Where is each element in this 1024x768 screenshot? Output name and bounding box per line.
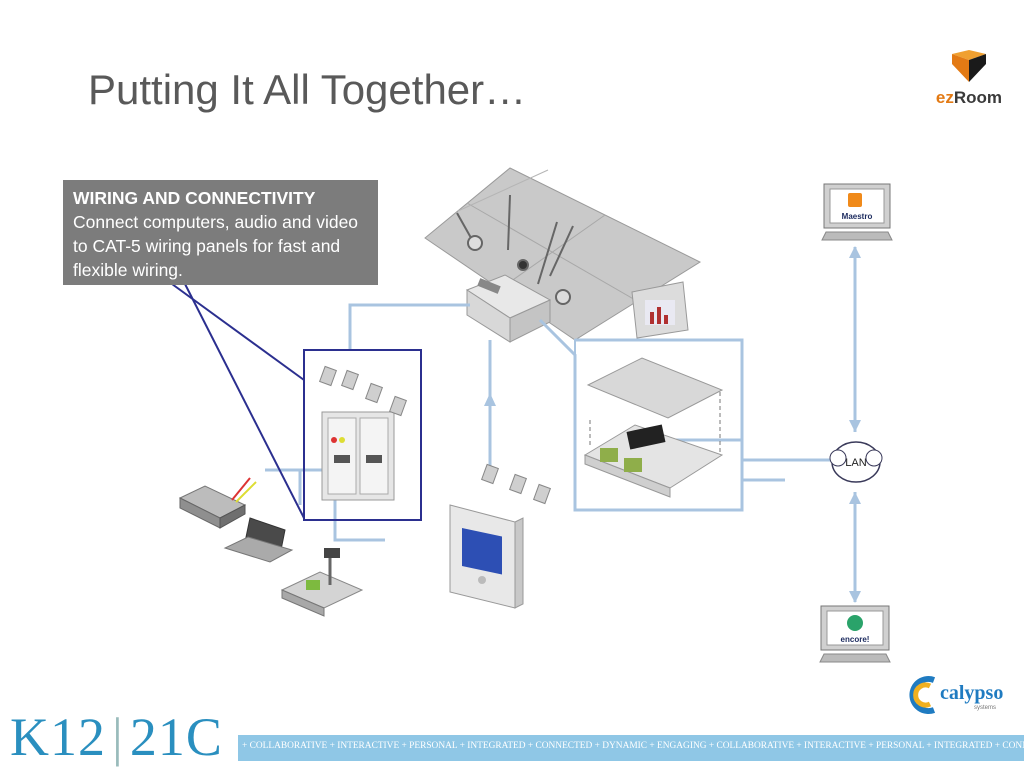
slide-title: Putting It All Together… xyxy=(88,66,527,113)
ezroom-logo-text: ezRoom xyxy=(935,88,1003,107)
document-camera xyxy=(280,548,364,617)
lan-cloud: LAN xyxy=(829,441,883,483)
k12-21c-logo: K12|21C xyxy=(10,707,223,767)
equipment-rack-inset xyxy=(574,339,743,511)
ezroom-logo-mark xyxy=(952,50,986,82)
monitor-maestro: Maestro xyxy=(821,183,893,241)
encore-label: encore! xyxy=(841,635,870,644)
lan-label: LAN xyxy=(845,457,866,469)
touch-panel xyxy=(449,504,524,609)
footer-banner: + COLLABORATIVE + INTERACTIVE + PERSONAL… xyxy=(238,735,1024,761)
calypso-logo: calypso systems xyxy=(904,672,1014,722)
monitor-encore: encore! xyxy=(819,605,891,663)
ezroom-logo: ezRoom xyxy=(928,50,1010,110)
display-screen xyxy=(631,281,689,339)
cat5-plugs xyxy=(318,365,552,505)
callout-body: Connect computers, audio and video to CA… xyxy=(73,212,359,280)
arrowheads xyxy=(484,246,861,603)
wiring-callout: WIRING AND CONNECTIVITY Connect computer… xyxy=(63,180,378,285)
laptop xyxy=(223,517,294,563)
callout-pointer xyxy=(171,283,422,521)
calypso-logo-subtext: systems xyxy=(974,705,997,711)
calypso-logo-mark xyxy=(909,676,936,714)
ceiling-microphones xyxy=(456,194,574,305)
callout-heading: WIRING AND CONNECTIVITY xyxy=(73,188,316,208)
maestro-label: Maestro xyxy=(842,212,873,221)
av-system-diagram: LAN Maestro encore! xyxy=(171,167,893,663)
ceiling-amplifier xyxy=(465,274,552,343)
footer-banner-text: + COLLABORATIVE + INTERACTIVE + PERSONAL… xyxy=(242,741,1024,751)
dvd-player xyxy=(178,477,257,529)
wall-plate-panel xyxy=(321,411,395,501)
calypso-logo-text: calypso xyxy=(940,682,1004,704)
